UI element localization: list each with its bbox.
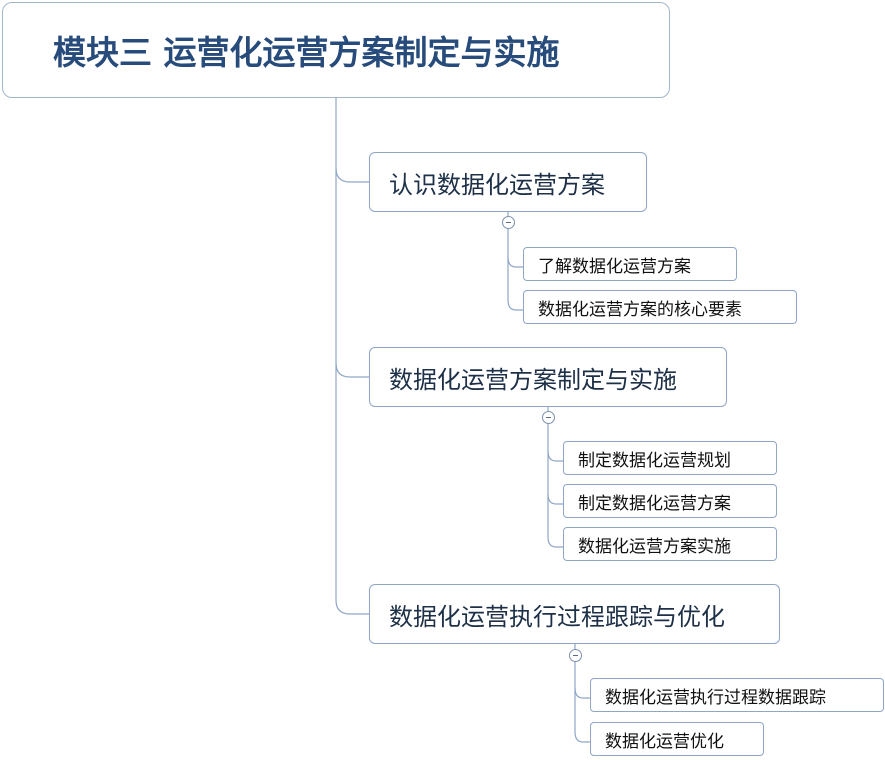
subtopic-make-planning[interactable]: 制定数据化运营规划 — [563, 441, 777, 475]
root-title: 模块三 运营化运营方案制定与实施 — [53, 33, 560, 72]
subtopic-label: 数据化运营方案的核心要素 — [538, 299, 742, 320]
subtopic-core-elements[interactable]: 数据化运营方案的核心要素 — [523, 290, 797, 324]
subtopic-label: 制定数据化运营规划 — [578, 450, 731, 471]
subtopic-optimization[interactable]: 数据化运营优化 — [590, 722, 764, 756]
subtopic-understand-plan[interactable]: 了解数据化运营方案 — [523, 247, 737, 281]
topic-label: 数据化运营执行过程跟踪与优化 — [389, 602, 725, 631]
subtopic-label: 数据化运营方案实施 — [578, 536, 731, 557]
topic-label: 认识数据化运营方案 — [389, 170, 605, 199]
topic-label: 数据化运营方案制定与实施 — [389, 365, 677, 394]
subtopic-make-plan[interactable]: 制定数据化运营方案 — [563, 484, 777, 518]
topic-plan-formulation[interactable]: 数据化运营方案制定与实施 — [369, 347, 727, 407]
topic-tracking-optimization[interactable]: 数据化运营执行过程跟踪与优化 — [369, 584, 780, 644]
subtopic-data-tracking[interactable]: 数据化运营执行过程数据跟踪 — [590, 678, 884, 712]
subtopic-label: 了解数据化运营方案 — [538, 256, 691, 277]
collapse-icon[interactable] — [542, 411, 555, 424]
subtopic-label: 制定数据化运营方案 — [578, 493, 731, 514]
subtopic-label: 数据化运营优化 — [605, 731, 724, 752]
collapse-icon[interactable] — [569, 649, 582, 662]
collapse-icon[interactable] — [502, 216, 515, 229]
subtopic-plan-implementation[interactable]: 数据化运营方案实施 — [563, 527, 777, 561]
root-topic[interactable]: 模块三 运营化运营方案制定与实施 — [2, 2, 670, 98]
topic-recognize-plan[interactable]: 认识数据化运营方案 — [369, 152, 647, 212]
subtopic-label: 数据化运营执行过程数据跟踪 — [605, 687, 826, 708]
